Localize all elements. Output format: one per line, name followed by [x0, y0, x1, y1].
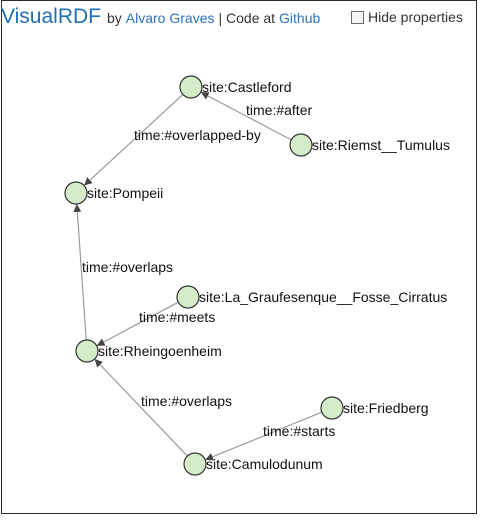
hide-properties-toggle[interactable]: Hide properties — [351, 9, 463, 25]
edge-label: time:#overlapped-by — [134, 127, 261, 143]
node-label: site:Friedberg — [343, 400, 429, 416]
edge-label: time:#after — [246, 102, 312, 118]
edge-label: time:#overlaps — [82, 259, 173, 275]
node-circle[interactable] — [176, 285, 200, 309]
node-label: site:La_Graufesenque__Fosse_Cirratus — [199, 289, 447, 305]
node-riemst[interactable]: site:Riemst__Tumulus — [289, 133, 450, 157]
brand-title-link[interactable]: VisualRDF — [1, 5, 101, 28]
node-circle[interactable] — [183, 452, 207, 476]
edge-friedberg-to-camulodunum — [205, 411, 323, 461]
node-castleford[interactable]: site:Castleford — [179, 75, 291, 99]
edge-label: time:#overlaps — [141, 393, 232, 409]
edge-label: time:#meets — [139, 309, 215, 325]
node-pompeii[interactable]: site:Pompeii — [64, 181, 163, 205]
byline-text: by — [106, 10, 122, 26]
edge-graufesenque-to-rheingoenheim — [96, 301, 179, 346]
author-link[interactable]: Alvaro Graves — [125, 10, 215, 26]
node-circle[interactable] — [179, 75, 203, 99]
header-bar: VisualRDF by Alvaro Graves | Code at Git… — [0, 5, 320, 35]
node-friedberg[interactable]: site:Friedberg — [320, 396, 429, 420]
node-camulodunum[interactable]: site:Camulodunum — [183, 452, 323, 476]
hide-properties-label: Hide properties — [368, 9, 463, 25]
edge-camulodunum-to-rheingoenheim — [94, 358, 188, 457]
node-circle[interactable] — [289, 133, 313, 157]
edge-labels-layer: time:#after time:#overlapped-by time:#over… — [82, 102, 335, 439]
edges-layer — [73, 92, 323, 461]
code-at-text: | Code at — [218, 10, 276, 26]
node-label: site:Riemst__Tumulus — [312, 137, 450, 153]
node-label: site:Camulodunum — [206, 456, 323, 472]
edge-riemst-to-castleford — [200, 92, 292, 141]
node-label: site:Pompeii — [87, 185, 163, 201]
node-circle[interactable] — [75, 339, 99, 363]
node-label: site:Rheingoenheim — [98, 343, 222, 359]
node-graufesenque[interactable]: site:La_Graufesenque__Fosse_Cirratus — [176, 285, 447, 309]
edge-rheingoenheim-to-pompeii — [73, 203, 87, 341]
edge-castleford-to-pompeii — [84, 94, 184, 186]
node-circle[interactable] — [320, 396, 344, 420]
github-link[interactable]: Github — [279, 10, 321, 26]
node-label: site:Castleford — [202, 79, 291, 95]
node-rheingoenheim[interactable]: site:Rheingoenheim — [75, 339, 222, 363]
hide-properties-checkbox[interactable] — [351, 10, 364, 24]
nodes-layer: site:Castleford site:Riemst__Tumulus site:… — [64, 75, 450, 476]
edge-label: time:#starts — [263, 423, 335, 439]
node-circle[interactable] — [64, 181, 88, 205]
